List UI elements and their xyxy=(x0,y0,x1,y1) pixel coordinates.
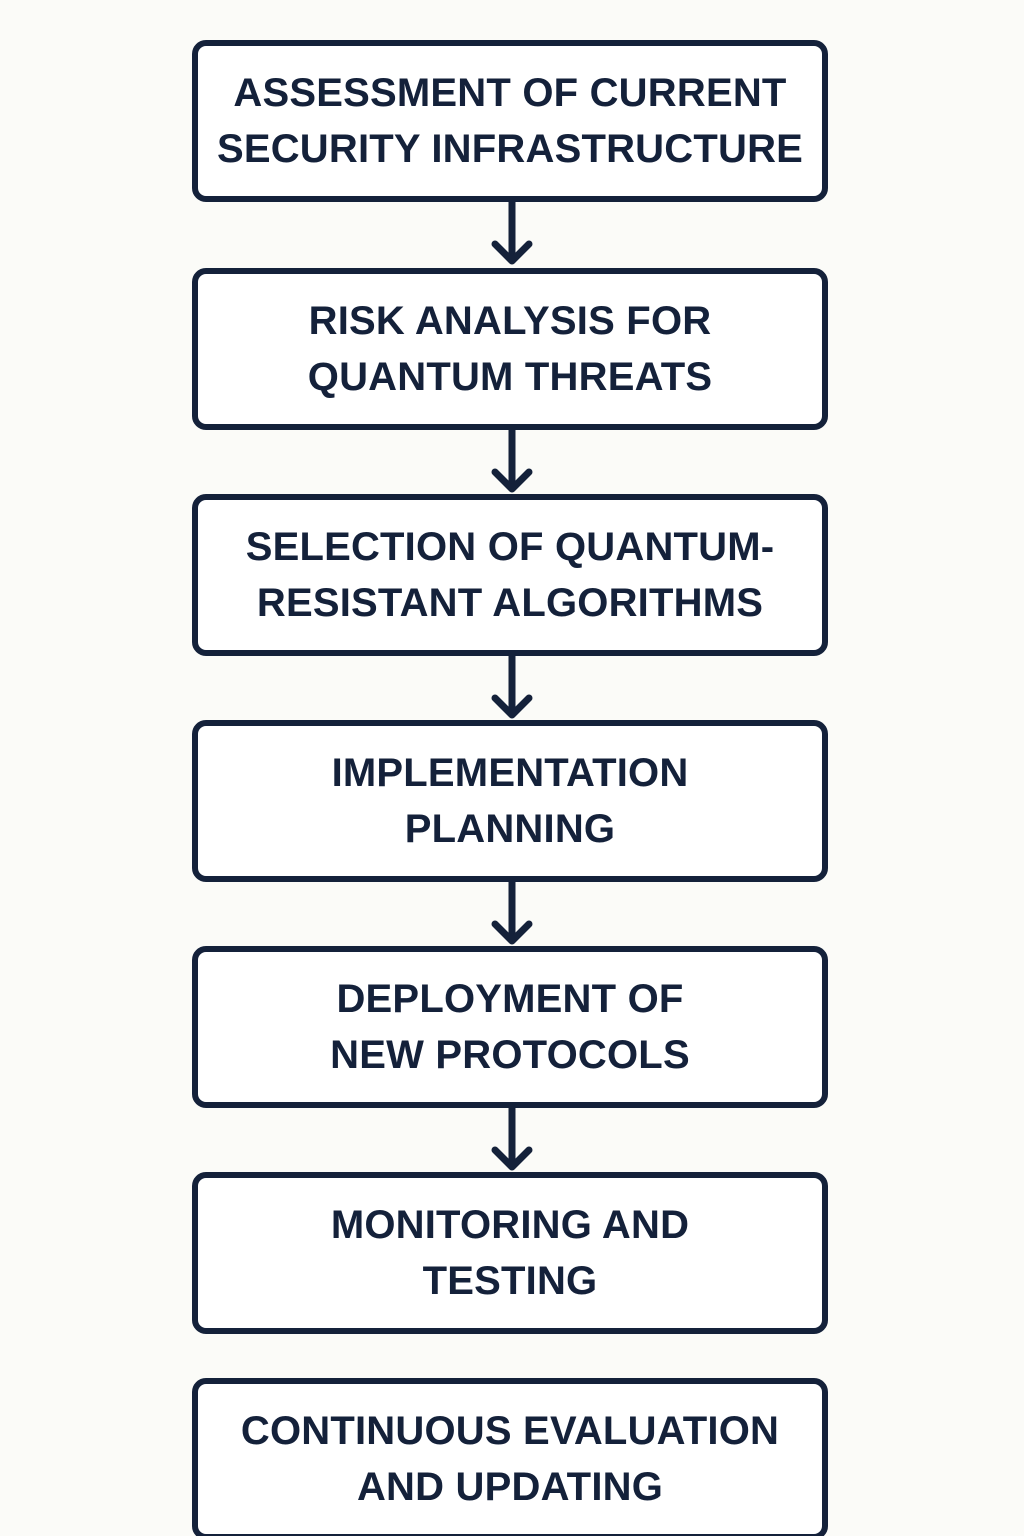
down-arrow-icon xyxy=(491,200,533,265)
step-label: RISK ANALYSIS FOR QUANTUM THREATS xyxy=(308,293,712,405)
step-label-line: NEW PROTOCOLS xyxy=(330,1033,690,1077)
step-label: CONTINUOUS EVALUATION AND UPDATING xyxy=(241,1403,779,1515)
down-arrow-icon xyxy=(491,428,533,493)
step-box-implementation-planning: IMPLEMENTATION PLANNING xyxy=(192,720,828,882)
step-box-assessment: ASSESSMENT OF CURRENT SECURITY INFRASTRU… xyxy=(192,40,828,202)
step-label-line: TESTING xyxy=(422,1259,598,1303)
down-arrow-icon xyxy=(491,880,533,945)
step-label: ASSESSMENT OF CURRENT SECURITY INFRASTRU… xyxy=(217,65,803,177)
step-label-line: MONITORING AND xyxy=(330,1203,690,1247)
step-box-risk-analysis: RISK ANALYSIS FOR QUANTUM THREATS xyxy=(192,268,828,430)
step-label-line: RISK ANALYSIS FOR xyxy=(308,299,712,343)
step-box-algorithm-selection: SELECTION OF QUANTUM- RESISTANT ALGORITH… xyxy=(192,494,828,656)
step-label: DEPLOYMENT OF NEW PROTOCOLS xyxy=(330,971,690,1083)
step-box-monitoring: MONITORING AND TESTING xyxy=(192,1172,828,1334)
step-label: MONITORING AND TESTING xyxy=(331,1197,689,1309)
step-label: SELECTION OF QUANTUM- RESISTANT ALGORITH… xyxy=(246,519,775,631)
step-label-line: SELECTION OF QUANTUM- xyxy=(245,525,775,569)
step-label-line: AND UPDATING xyxy=(356,1465,664,1509)
step-label-line: CONTINUOUS EVALUATION xyxy=(240,1409,780,1453)
step-label-line: DEPLOYMENT OF xyxy=(336,977,684,1021)
step-label: IMPLEMENTATION PLANNING xyxy=(332,745,689,857)
step-label-line: QUANTUM THREATS xyxy=(307,355,713,399)
step-label-line: PLANNING xyxy=(404,807,616,851)
step-label-line: IMPLEMENTATION xyxy=(331,751,689,795)
step-label-line: RESISTANT ALGORITHMS xyxy=(256,581,764,625)
down-arrow-icon xyxy=(491,654,533,719)
step-box-deployment: DEPLOYMENT OF NEW PROTOCOLS xyxy=(192,946,828,1108)
step-label-line: SECURITY INFRASTRUCTURE xyxy=(216,127,804,171)
step-label-line: ASSESSMENT OF CURRENT xyxy=(233,71,787,115)
down-arrow-icon xyxy=(491,1106,533,1171)
step-box-continuous-evaluation: CONTINUOUS EVALUATION AND UPDATING xyxy=(192,1378,828,1536)
